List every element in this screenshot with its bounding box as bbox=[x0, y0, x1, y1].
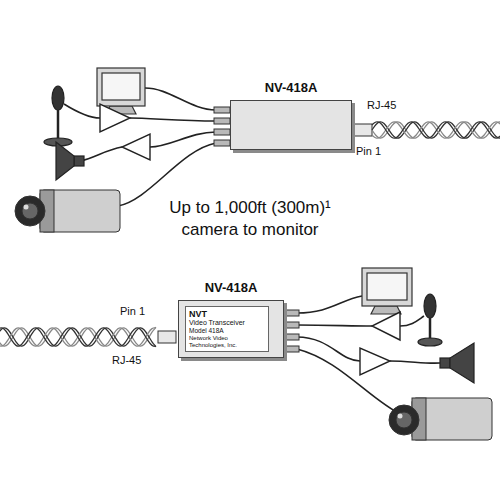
label-text: Model 418A bbox=[189, 327, 265, 334]
brand-logo: NVT bbox=[189, 309, 265, 319]
signal-wire bbox=[297, 296, 362, 313]
twisted-pair-cable bbox=[372, 122, 500, 138]
rca-plug bbox=[283, 310, 299, 316]
video-camera bbox=[40, 190, 120, 232]
video-monitor bbox=[371, 306, 401, 314]
amplifier-triangle bbox=[372, 312, 400, 340]
model-heading: NV-418A bbox=[205, 280, 258, 295]
model-heading: NV-418A bbox=[265, 80, 318, 95]
rca-plug bbox=[214, 107, 230, 113]
microphone bbox=[57, 110, 60, 140]
signal-wire bbox=[297, 349, 402, 415]
video-camera bbox=[412, 398, 492, 440]
label-text: Network Video Technologies, Inc. bbox=[189, 335, 265, 349]
amplifier-triangle bbox=[122, 134, 150, 160]
twisted-pair-cable bbox=[0, 327, 156, 346]
rj45-plug bbox=[158, 331, 176, 343]
signal-wire bbox=[80, 147, 122, 161]
video-monitor bbox=[97, 68, 412, 314]
video-monitor bbox=[367, 273, 407, 300]
video-camera bbox=[398, 414, 403, 419]
twisted-pair-cable bbox=[0, 328, 156, 347]
speaker bbox=[56, 142, 474, 383]
speaker bbox=[56, 142, 74, 180]
video-camera bbox=[22, 203, 38, 219]
twisted-pair-cable bbox=[372, 122, 500, 138]
label-text: Video Transceiver bbox=[189, 319, 265, 327]
speaker bbox=[440, 358, 450, 368]
transceiver-box: NV-418A bbox=[230, 100, 352, 150]
amplifier-triangle bbox=[360, 348, 390, 375]
rca-plug bbox=[214, 140, 230, 146]
amplifier-triangle bbox=[100, 104, 130, 132]
signal-wire bbox=[150, 132, 216, 147]
distance-note: Up to 1,000ft (300m)¹ camera to monitor bbox=[155, 197, 345, 241]
video-camera bbox=[389, 405, 419, 435]
video-camera bbox=[396, 412, 412, 428]
rca-plug bbox=[283, 346, 299, 352]
signal-wire bbox=[297, 325, 372, 326]
rca-plug bbox=[283, 334, 299, 340]
signal-wire bbox=[297, 337, 360, 361]
rca-plug bbox=[214, 129, 230, 135]
signal-wire bbox=[64, 104, 100, 118]
video-monitor bbox=[97, 68, 145, 106]
speaker bbox=[74, 156, 84, 166]
microphone bbox=[424, 294, 436, 318]
microphone bbox=[429, 318, 432, 340]
rca-plug bbox=[283, 322, 299, 328]
speaker bbox=[450, 343, 474, 383]
video-camera bbox=[24, 205, 29, 210]
signal-wire bbox=[400, 316, 424, 326]
rca-plug bbox=[214, 118, 230, 124]
twisted-pair-cable bbox=[0, 328, 156, 347]
twisted-pair-cable bbox=[0, 328, 156, 347]
transceiver-box: NV-418ANVTVideo TransceiverModel 418ANet… bbox=[178, 300, 284, 358]
rj45-plug bbox=[354, 124, 372, 136]
video-camera bbox=[15, 196, 45, 226]
signal-wire bbox=[390, 361, 440, 363]
connector-label: Pin 1 bbox=[356, 145, 381, 157]
microphone bbox=[52, 86, 64, 110]
video-monitor bbox=[102, 73, 140, 100]
twisted-pair-cable bbox=[372, 122, 500, 138]
connector-label: RJ-45 bbox=[367, 99, 396, 111]
connector-label: Pin 1 bbox=[120, 305, 145, 317]
video-camera bbox=[15, 190, 492, 440]
twisted-pair-cable bbox=[372, 122, 500, 138]
signal-wire bbox=[145, 88, 216, 110]
video-monitor bbox=[362, 268, 412, 306]
microphone bbox=[418, 338, 442, 346]
signal-wire bbox=[130, 118, 216, 121]
product-label: NVTVideo TransceiverModel 418ANetwork Vi… bbox=[185, 306, 269, 352]
connector-label: RJ-45 bbox=[112, 354, 141, 366]
